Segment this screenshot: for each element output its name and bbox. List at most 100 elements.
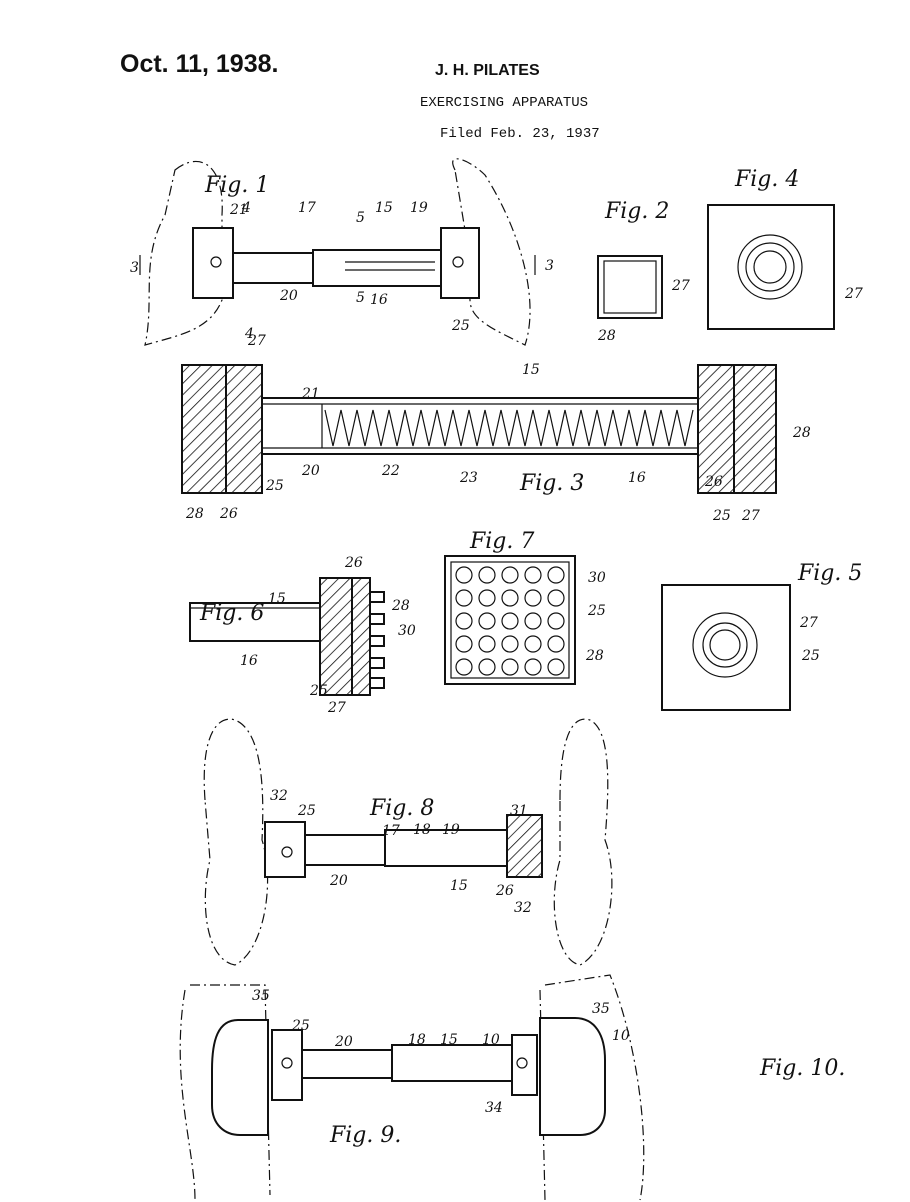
fig-10-title: Fig. 10. <box>759 1056 845 1081</box>
ref-numeral: 30 <box>588 570 606 586</box>
ref-numeral: 20 <box>329 873 348 889</box>
ref-numeral: 28 <box>585 648 604 664</box>
ref-numeral: 27 <box>741 508 760 524</box>
inventor-name: J. H. PILATES <box>435 62 540 79</box>
hole-30 <box>547 612 565 630</box>
hole-30 <box>524 658 542 676</box>
hole-30 <box>524 589 542 607</box>
ref-numeral: 16 <box>240 653 258 669</box>
ref-numeral: 3 <box>130 260 139 276</box>
ref-numeral: 25 <box>297 803 316 819</box>
figure-9: Fig. 9. 35 35 25 20 18 15 10 10 34 <box>179 974 645 1201</box>
hole-30 <box>455 589 473 607</box>
ref-numeral: 17 <box>382 823 400 839</box>
figure-1: Fig. 1 3 21 17 4 5 15 19 20 5 16 4 25 3 <box>130 158 554 346</box>
left-end-block <box>192 227 234 299</box>
ref-numeral: 18 <box>408 1032 426 1048</box>
hole-30 <box>478 589 496 607</box>
ref-numeral: 32 <box>270 788 288 804</box>
ref-numeral: 27 <box>247 333 266 349</box>
hole-30 <box>478 566 496 584</box>
ref-numeral: 27 <box>844 286 863 302</box>
fig-7-title: Fig. 7 <box>469 529 534 554</box>
figure-6: Fig. 6 26 15 28 30 16 25 27 <box>189 555 416 716</box>
ref-numeral: 25 <box>801 648 820 664</box>
ref-numeral: 4 <box>244 326 254 342</box>
ref-numeral: 5 <box>356 290 365 306</box>
ref-numeral: 4 <box>241 200 251 216</box>
left-hand-outline <box>144 160 223 346</box>
ref-numeral: 35 <box>592 1001 610 1017</box>
ref-numeral: 26 <box>344 555 363 571</box>
hole-30 <box>501 589 519 607</box>
hole-30 <box>547 589 565 607</box>
ref-numeral: 32 <box>514 900 532 916</box>
hole-30 <box>524 612 542 630</box>
figure-4: Fig. 4 27 <box>707 167 863 330</box>
ref-numeral: 3 <box>545 258 554 274</box>
fig-3-title: Fig. 3 <box>519 471 584 496</box>
ref-numeral: 18 <box>413 822 431 838</box>
hole-30 <box>547 635 565 653</box>
figure-7: Fig. 7 30 25 28 <box>444 529 606 685</box>
hole-30 <box>478 635 496 653</box>
ref-numeral: 17 <box>298 200 316 216</box>
ref-numeral: 5 <box>356 210 365 226</box>
ref-numeral: 25 <box>451 318 470 334</box>
ref-numeral: 25 <box>309 683 328 699</box>
ref-numeral: 19 <box>442 822 460 838</box>
ref-numeral: 26 <box>495 883 514 899</box>
hole-30 <box>501 635 519 653</box>
ref-numeral: 25 <box>291 1018 310 1034</box>
fig-4-title: Fig. 4 <box>734 167 799 192</box>
right-end-block <box>440 227 480 299</box>
hole-30 <box>524 635 542 653</box>
hole-30 <box>478 658 496 676</box>
ref-numeral: 26 <box>704 474 723 490</box>
ref-numeral: 20 <box>334 1034 353 1050</box>
ref-numeral: 27 <box>799 615 818 631</box>
patent-title: EXERCISING APPARATUS <box>420 95 588 111</box>
ref-numeral: 34 <box>485 1100 503 1116</box>
fig-1-title: Fig. 1 <box>204 173 269 198</box>
ref-numeral: 25 <box>587 603 606 619</box>
hole-30 <box>455 566 473 584</box>
ref-numeral: 25 <box>265 478 284 494</box>
patent-date: Oct. 11, 1938. <box>120 50 278 78</box>
fig-5-title: Fig. 5 <box>797 561 862 586</box>
tube-15 <box>312 249 442 287</box>
figure-3: 27 21 15 28 20 22 23 Fig. 3 16 26 28 26 … <box>181 333 811 524</box>
ref-numeral: 26 <box>219 506 238 522</box>
ref-numeral: 15 <box>450 878 468 894</box>
ref-numeral: 20 <box>301 463 320 479</box>
ref-numeral: 19 <box>410 200 428 216</box>
ref-numeral: 28 <box>391 598 410 614</box>
ref-numeral: 28 <box>185 506 204 522</box>
ref-numeral: 23 <box>459 470 478 486</box>
hole-30 <box>547 566 565 584</box>
ref-numeral: 10 <box>612 1028 630 1044</box>
fig-8-title: Fig. 8 <box>369 796 434 821</box>
spring-22 <box>324 409 694 447</box>
ref-numeral: 16 <box>628 470 646 486</box>
fig-6-title: Fig. 6 <box>199 601 264 626</box>
figure-2: Fig. 2 27 28 <box>597 199 690 344</box>
ref-numeral: 27 <box>327 700 346 716</box>
hole-30 <box>524 566 542 584</box>
figure-5: Fig. 5 27 25 <box>661 561 862 711</box>
fig-2-title: Fig. 2 <box>604 199 669 224</box>
left-foot-outline <box>203 718 269 966</box>
hole-30 <box>455 658 473 676</box>
ref-numeral: 10 <box>482 1032 500 1048</box>
hole-30 <box>501 658 519 676</box>
ref-numeral: 25 <box>712 508 731 524</box>
ref-numeral: 35 <box>252 988 270 1004</box>
ref-numeral: 15 <box>375 200 393 216</box>
right-hand-outline <box>452 158 531 346</box>
ref-numeral: 15 <box>522 362 540 378</box>
ref-numeral: 31 <box>510 803 528 819</box>
hole-30 <box>501 566 519 584</box>
hole-30 <box>455 612 473 630</box>
ref-numeral: 28 <box>792 425 811 441</box>
